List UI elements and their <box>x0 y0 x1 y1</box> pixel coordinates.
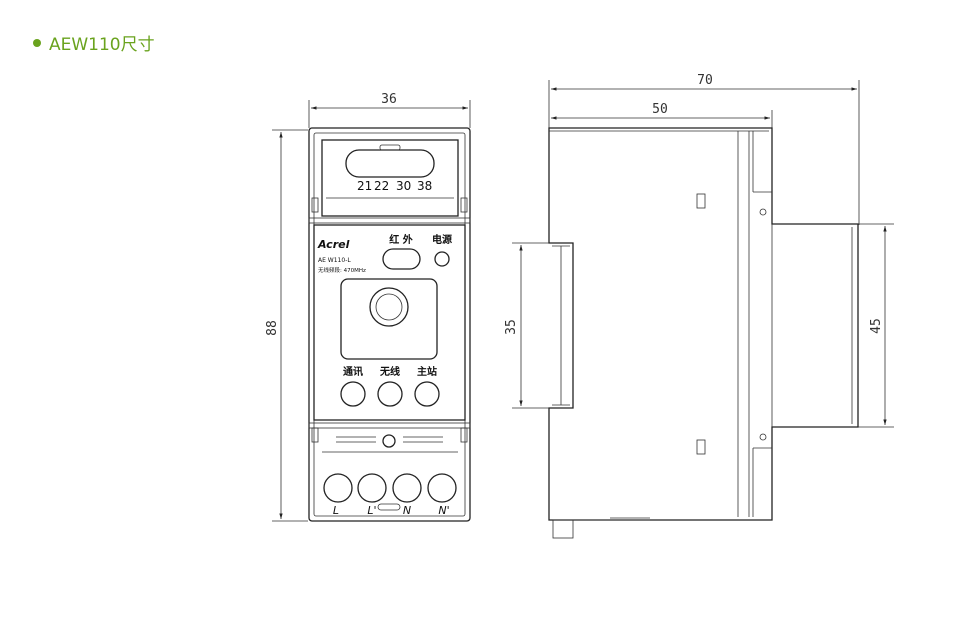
side-right-dimension: 45 <box>869 318 884 334</box>
power-led-icon <box>434 251 450 267</box>
terminal-label: N <box>403 504 411 517</box>
terminal-top-number: 38 <box>417 179 432 193</box>
comm-indicator-icon <box>340 381 366 407</box>
brand-logo: Acrel <box>317 238 350 251</box>
section-title: AEW110尺寸 <box>49 35 155 55</box>
front-width-dimension: 36 <box>381 92 397 107</box>
screw-icon <box>382 434 396 448</box>
side-view: 70 50 35 45 <box>504 73 894 539</box>
terminal-top-number: 22 <box>374 179 389 193</box>
wireless-indicator-icon <box>377 381 403 407</box>
terminal-label: L <box>333 504 339 517</box>
power-label: 电源 <box>432 233 452 246</box>
terminal-label: N' <box>438 504 449 517</box>
button-label-master: 主站 <box>417 365 437 378</box>
terminal-top-number: 30 <box>396 179 411 193</box>
terminal-top-number: 21 <box>357 179 372 193</box>
terminal-hole-icon <box>357 473 387 503</box>
terminal-hole-icon <box>427 473 457 503</box>
terminal-hole-icon <box>323 473 353 503</box>
side-total-width-dimension: 70 <box>697 73 713 88</box>
model-label: AE W110-L <box>318 257 351 264</box>
knob-icon <box>369 287 409 327</box>
button-label-comm: 通讯 <box>343 365 363 378</box>
side-body-width-dimension: 50 <box>652 102 668 117</box>
button-label-wireless: 无线 <box>379 365 400 378</box>
section-heading: AEW110尺寸 <box>33 30 155 55</box>
frequency-label: 无线频段: 470MHz <box>318 266 366 274</box>
ir-label: 红 外 <box>389 233 412 246</box>
front-view: 36 88 21 22 30 38 Acrel AE W110-L 无线频段: … <box>265 92 471 522</box>
front-height-dimension: 88 <box>265 320 280 336</box>
terminal-label: L' <box>367 504 376 517</box>
side-rail-dimension: 35 <box>504 319 519 335</box>
terminal-hole-icon <box>392 473 422 503</box>
master-indicator-icon <box>414 381 440 407</box>
bullet-dot-icon <box>33 38 41 47</box>
